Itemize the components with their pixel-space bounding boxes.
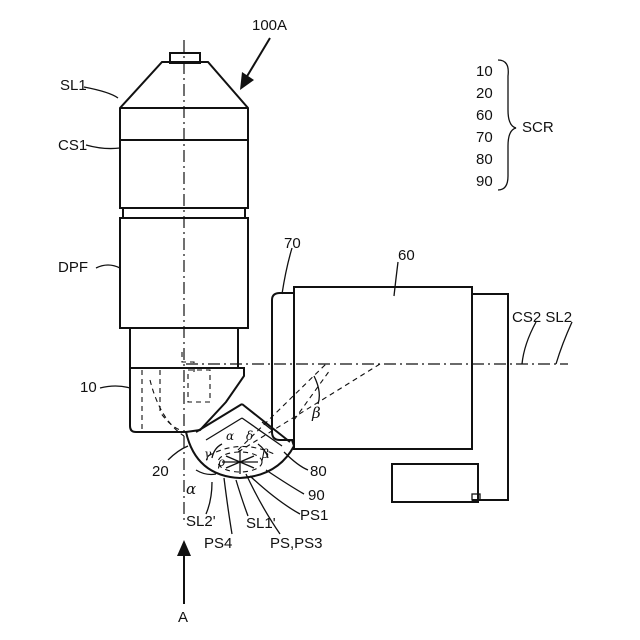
angle-alpha-inner: α	[226, 429, 234, 443]
leader-80	[284, 452, 308, 470]
angle-gamma: γ	[204, 447, 212, 461]
label-view-a: A	[178, 609, 188, 626]
label-ps-ps3: PS,PS3	[270, 535, 323, 552]
angle-beta-upper: β	[311, 404, 321, 422]
angle-rho: ρ	[217, 455, 225, 469]
scr-item: 80	[476, 151, 493, 168]
scr-list: 10 20 60 70 80 90 SCR	[476, 63, 554, 190]
axis-beta-ray	[238, 364, 380, 452]
body-60	[294, 287, 472, 449]
leader-sl1p	[236, 480, 248, 516]
leader-sl2p	[206, 482, 212, 514]
leader-10	[100, 386, 130, 388]
scr-item: 70	[476, 129, 493, 146]
hidden-outline-inner	[160, 370, 180, 430]
label-scr: SCR	[522, 119, 554, 136]
label-cs2-sl2: CS2 SL2	[512, 309, 572, 326]
wedge-inner-left	[206, 418, 242, 440]
part-70	[272, 293, 294, 440]
angle-delta: δ	[246, 429, 253, 443]
label-sl2p: SL2'	[186, 513, 216, 530]
side-unit	[262, 287, 508, 502]
label-90: 90	[308, 487, 325, 504]
angle-alpha: α	[186, 480, 196, 498]
leader-90	[266, 470, 304, 494]
scr-item: 90	[476, 173, 493, 190]
elbow-joint	[186, 404, 294, 478]
leader-sl2	[556, 322, 572, 364]
scr-item: 20	[476, 85, 493, 102]
beta-arc	[314, 376, 319, 404]
label-dpf: DPF	[58, 259, 88, 276]
arrow-a-head	[177, 540, 191, 556]
arrow-100a-shaft	[246, 38, 270, 78]
leader-cs1	[86, 145, 120, 149]
scr-item: 60	[476, 107, 493, 124]
label-70: 70	[284, 235, 301, 252]
leader-cs2	[522, 322, 536, 364]
angle-beta: β	[261, 447, 269, 461]
leader-sl1	[84, 87, 118, 98]
label-ps1: PS1	[300, 507, 328, 524]
bottom-block	[392, 464, 478, 502]
scr-item: 10	[476, 63, 493, 80]
label-sl1p: SL1'	[246, 515, 276, 532]
hidden-curve	[150, 380, 184, 436]
label-10: 10	[80, 379, 97, 396]
leader-20	[168, 446, 188, 460]
label-cs1: CS1	[58, 137, 87, 154]
label-20: 20	[152, 463, 169, 480]
leader-ps4	[224, 478, 232, 534]
leader-70	[282, 248, 292, 294]
label-80: 80	[310, 463, 327, 480]
hidden-box	[188, 370, 210, 402]
leader-60	[394, 262, 398, 296]
label-ps4: PS4	[204, 535, 232, 552]
leader-ps1	[250, 476, 300, 514]
label-sl1: SL1	[60, 77, 87, 94]
label-60: 60	[398, 247, 415, 264]
housing-10	[130, 368, 244, 432]
label-100a: 100A	[252, 17, 287, 34]
scr-brace	[498, 60, 516, 190]
leader-dpf	[96, 265, 120, 268]
